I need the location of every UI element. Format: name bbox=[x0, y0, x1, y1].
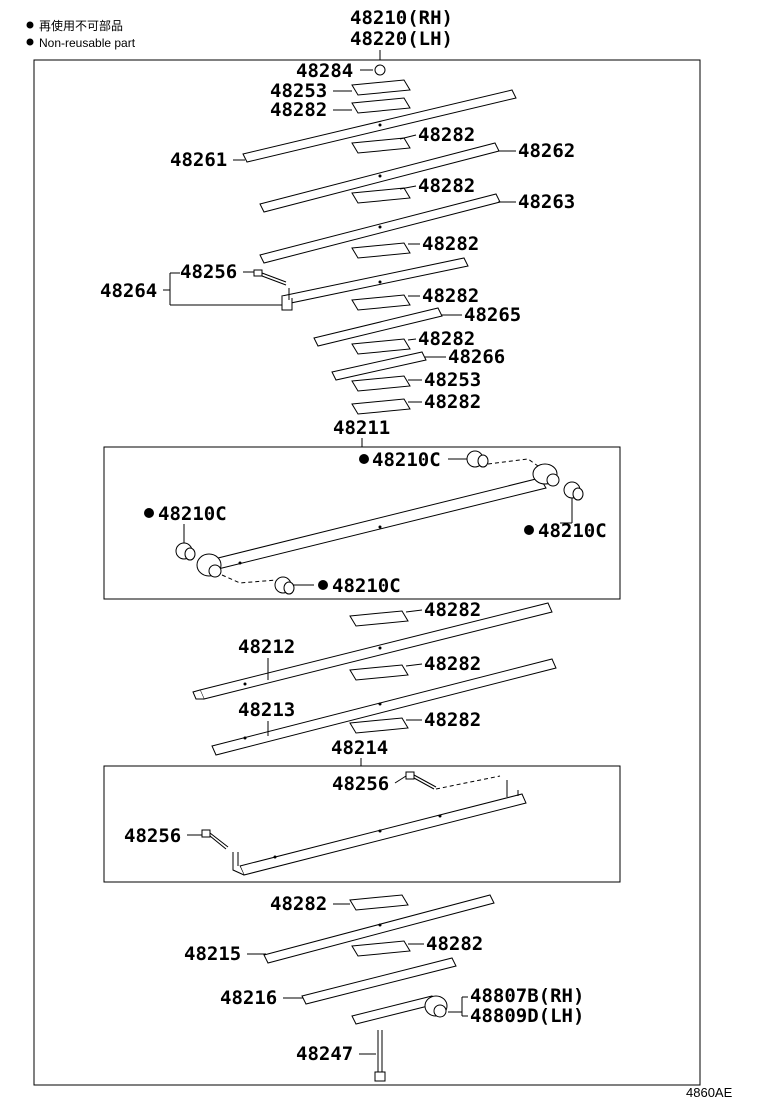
callout-48247[interactable]: 48247 bbox=[296, 1043, 353, 1065]
callout-48282-f[interactable]: 48282 bbox=[418, 328, 475, 350]
callout-48282-h[interactable]: 48282 bbox=[424, 599, 481, 621]
liner-48282-c[interactable] bbox=[351, 187, 411, 204]
non-reusable-bullet-icon bbox=[524, 525, 534, 535]
nut-48284[interactable] bbox=[374, 64, 386, 76]
callout-48266[interactable]: 48266 bbox=[448, 346, 505, 368]
assembly-number-lh[interactable]: 48220(LH) bbox=[350, 28, 453, 50]
leaf-48214[interactable] bbox=[239, 793, 527, 876]
bolt-48256-b[interactable] bbox=[405, 771, 437, 790]
bolt-48256-c[interactable] bbox=[201, 829, 229, 850]
bushing-48210c-2[interactable] bbox=[563, 481, 584, 501]
leaf-48266[interactable] bbox=[331, 351, 427, 381]
callout-48262[interactable]: 48262 bbox=[518, 140, 575, 162]
bushing-48210c-3[interactable] bbox=[175, 542, 196, 561]
callout-48282-a[interactable]: 48282 bbox=[270, 99, 327, 121]
callout-48216[interactable]: 48216 bbox=[220, 987, 277, 1009]
callout-48256-b[interactable]: 48256 bbox=[332, 773, 389, 795]
callout-48214[interactable]: 48214 bbox=[331, 737, 388, 759]
leaf-48211[interactable] bbox=[209, 477, 547, 571]
liner-48282-a[interactable] bbox=[351, 97, 411, 114]
liner-48282-k[interactable] bbox=[349, 894, 409, 911]
callout-48807b[interactable]: 48807B(RH) bbox=[470, 985, 584, 1007]
callout-48261[interactable]: 48261 bbox=[170, 149, 227, 171]
eye-rear bbox=[532, 463, 560, 487]
assembly-frame bbox=[33, 59, 701, 1086]
callout-48284[interactable]: 48284 bbox=[296, 60, 353, 82]
leaf-48213[interactable] bbox=[211, 658, 557, 756]
callout-48282-l[interactable]: 48282 bbox=[426, 933, 483, 955]
callout-48212[interactable]: 48212 bbox=[238, 636, 295, 658]
liner-48282-e[interactable] bbox=[351, 294, 411, 311]
assembly-number-rh[interactable]: 48210(RH) bbox=[350, 7, 453, 29]
callout-48282-i[interactable]: 48282 bbox=[424, 653, 481, 675]
liner-48282-d[interactable] bbox=[351, 242, 411, 259]
callout-48215[interactable]: 48215 bbox=[184, 943, 241, 965]
non-reusable-bullet-icon bbox=[144, 508, 154, 518]
liner-48282-h[interactable] bbox=[349, 610, 409, 627]
callout-48210c-4[interactable]: 48210C bbox=[332, 575, 401, 597]
callout-48265[interactable]: 48265 bbox=[464, 304, 521, 326]
non-reusable-bullet-icon bbox=[318, 580, 328, 590]
center-bolt-48247[interactable] bbox=[374, 1030, 386, 1082]
callout-48282-d[interactable]: 48282 bbox=[422, 233, 479, 255]
subassembly-48211-box bbox=[103, 446, 621, 600]
callout-48211[interactable]: 48211 bbox=[333, 417, 390, 439]
legend-jp: 再使用不可部品 bbox=[39, 18, 123, 33]
diagram-code: 4860AE bbox=[686, 1085, 733, 1100]
leaf-48265[interactable] bbox=[313, 307, 443, 347]
callout-48282-b[interactable]: 48282 bbox=[418, 124, 475, 146]
liner-48282-g[interactable] bbox=[351, 398, 411, 415]
liner-48282-i[interactable] bbox=[349, 664, 409, 681]
callout-48282-k[interactable]: 48282 bbox=[270, 893, 327, 915]
liner-48282-l[interactable] bbox=[351, 940, 411, 957]
callout-48213[interactable]: 48213 bbox=[238, 699, 295, 721]
callout-48809d[interactable]: 48809D(LH) bbox=[470, 1005, 584, 1027]
callout-48282-j[interactable]: 48282 bbox=[424, 709, 481, 731]
callout-48210c-1[interactable]: 48210C bbox=[372, 449, 441, 471]
callout-48282-e[interactable]: 48282 bbox=[422, 285, 479, 307]
non-reusable-bullet-icon bbox=[26, 21, 34, 29]
eye-front bbox=[196, 553, 222, 578]
leaf-48215[interactable] bbox=[263, 894, 495, 964]
callout-48210c-3[interactable]: 48210C bbox=[158, 503, 227, 525]
pad-48253-top[interactable] bbox=[351, 79, 411, 96]
non-reusable-bullet-icon bbox=[26, 38, 34, 46]
helper-leaf-48807b[interactable] bbox=[351, 995, 448, 1025]
leaf-48264-clip bbox=[281, 296, 293, 311]
callout-48210c-2[interactable]: 48210C bbox=[538, 520, 607, 542]
callout-48282-g[interactable]: 48282 bbox=[424, 391, 481, 413]
liner-48282-j[interactable] bbox=[349, 717, 409, 734]
callout-48256-c[interactable]: 48256 bbox=[124, 825, 181, 847]
bolt-48256-a[interactable] bbox=[253, 269, 287, 286]
callout-48263[interactable]: 48263 bbox=[518, 191, 575, 213]
subassembly-48214-box bbox=[103, 765, 621, 883]
bushing-48210c-1[interactable] bbox=[359, 450, 489, 468]
bushing-48210c-4[interactable] bbox=[274, 576, 295, 595]
leaf-48212[interactable] bbox=[199, 602, 553, 700]
non-reusable-bullet-icon bbox=[359, 454, 369, 464]
callout-48282-c[interactable]: 48282 bbox=[418, 175, 475, 197]
liner-48282-b[interactable] bbox=[351, 137, 411, 154]
callout-48253-b[interactable]: 48253 bbox=[424, 369, 481, 391]
callout-48264[interactable]: 48264 bbox=[100, 280, 157, 302]
liner-48282-f[interactable] bbox=[351, 338, 411, 355]
pad-48253-b[interactable] bbox=[351, 375, 411, 392]
legend-en: Non-reusable part bbox=[39, 36, 136, 50]
leaf-48216[interactable] bbox=[301, 957, 457, 1005]
legend: 再使用不可部品 Non-reusable part bbox=[26, 18, 136, 50]
callout-48256-a[interactable]: 48256 bbox=[180, 261, 237, 283]
callout-48253-top[interactable]: 48253 bbox=[270, 80, 327, 102]
